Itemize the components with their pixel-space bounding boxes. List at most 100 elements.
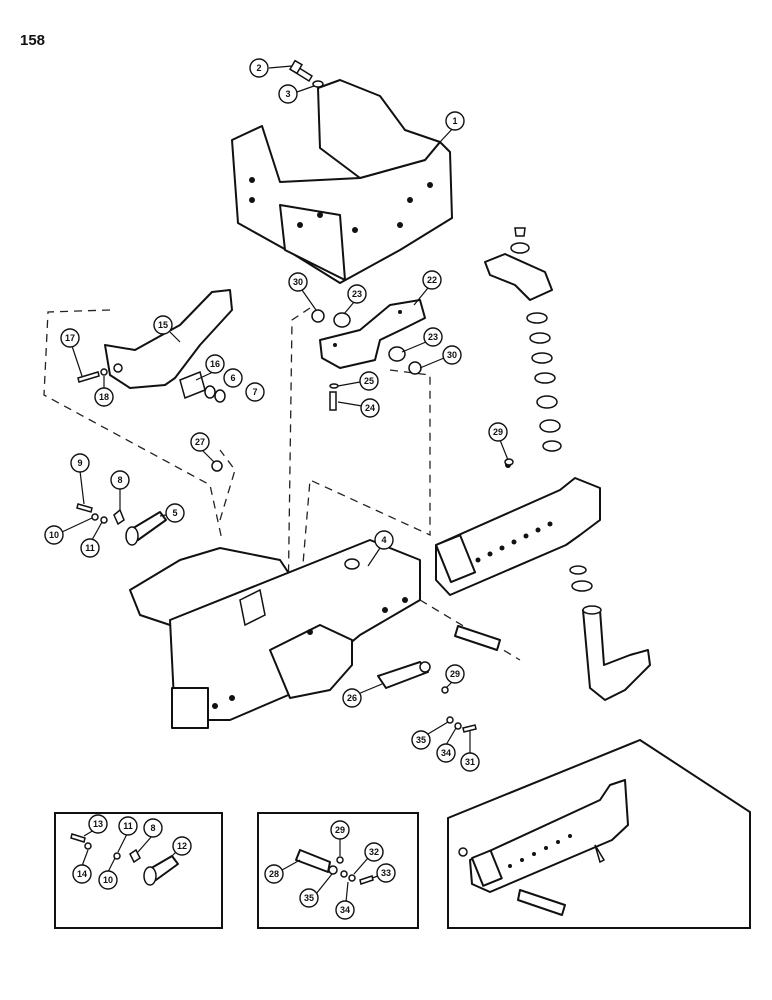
svg-text:29: 29 [450, 669, 460, 679]
svg-text:34: 34 [441, 748, 451, 758]
callout-15: 15 [153, 315, 181, 343]
svg-text:15: 15 [158, 320, 168, 330]
svg-text:10: 10 [103, 875, 113, 885]
svg-text:26: 26 [347, 693, 357, 703]
pin-5 [125, 511, 167, 546]
svg-text:7: 7 [252, 387, 257, 397]
callout-29-inset: 29 [330, 820, 350, 856]
callout-31: 31 [460, 730, 480, 772]
svg-text:30: 30 [293, 277, 303, 287]
pivot-plate [311, 299, 426, 411]
svg-text:5: 5 [172, 508, 177, 518]
bolt-and-washer [289, 59, 324, 88]
callout-3: 3 [278, 84, 315, 104]
callout-30-right: 30 [419, 345, 462, 369]
callout-13: 13 [83, 814, 108, 837]
svg-text:33: 33 [381, 868, 391, 878]
callout-32-inset: 33 [371, 863, 396, 883]
svg-text:18: 18 [99, 392, 109, 402]
callout-34: 34 [436, 727, 457, 763]
svg-text:1: 1 [452, 116, 457, 126]
svg-text:28: 28 [269, 869, 279, 879]
svg-text:10: 10 [49, 530, 59, 540]
upper-support-bracket [231, 79, 453, 284]
svg-text:30: 30 [447, 350, 457, 360]
callout-5: 5 [159, 503, 185, 523]
callout-25: 25 [337, 371, 379, 391]
svg-text:34: 34 [340, 905, 350, 915]
callout-8-inset: 8 [137, 818, 163, 853]
inset-box-middle [257, 812, 419, 929]
callout-11-inset: 11 [117, 816, 138, 853]
callout-26: 26 [342, 683, 383, 708]
callout-12-inset: 12 [169, 836, 192, 859]
callout-24: 24 [337, 398, 380, 418]
left-bolt [77, 368, 108, 383]
svg-text:3: 3 [285, 89, 290, 99]
callout-28-inset: 28 [264, 859, 301, 884]
axle-frame [129, 539, 421, 729]
svg-text:12: 12 [177, 841, 187, 851]
spindle [582, 605, 651, 701]
callout-labels: 1 2 3 4 5 6 7 8 9 10 11 15 16 17 18 22 2… [44, 58, 509, 920]
svg-text:35: 35 [416, 735, 426, 745]
callout-4: 4 [367, 530, 394, 567]
callout-2: 2 [249, 58, 293, 78]
svg-text:11: 11 [123, 821, 133, 831]
svg-text:14: 14 [77, 869, 87, 879]
callout-6: 6 [223, 368, 243, 388]
callout-23-bottom: 23 [401, 327, 443, 353]
axle-extension [435, 462, 601, 596]
callout-9: 9 [70, 453, 90, 505]
callout-30-left: 30 [288, 272, 317, 311]
callout-18: 18 [94, 376, 114, 407]
svg-text:11: 11 [85, 543, 95, 553]
inset-box-right [447, 738, 751, 929]
callout-29-bottom: 29 [445, 664, 465, 689]
callout-34-inset: 34 [335, 881, 355, 920]
svg-text:29: 29 [335, 825, 345, 835]
callout-10: 10 [44, 517, 93, 545]
callout-14: 14 [72, 849, 92, 884]
svg-text:13: 13 [93, 819, 103, 829]
svg-text:31: 31 [465, 757, 475, 767]
svg-text:8: 8 [117, 475, 122, 485]
svg-text:16: 16 [210, 359, 220, 369]
page-number: 158 [20, 32, 46, 49]
svg-text:2: 2 [256, 63, 261, 73]
svg-text:22: 22 [427, 275, 437, 285]
left-bracket [104, 289, 233, 389]
svg-text:25: 25 [364, 376, 374, 386]
callout-29-top: 29 [488, 422, 509, 461]
steering-arm-assembly [484, 227, 562, 452]
callout-1: 1 [439, 111, 465, 143]
svg-text:32: 32 [369, 847, 379, 857]
svg-text:27: 27 [195, 437, 205, 447]
callout-11: 11 [80, 521, 103, 558]
callout-27: 27 [190, 432, 215, 463]
callout-22: 22 [413, 270, 442, 306]
callout-7: 7 [245, 382, 265, 402]
svg-text:6: 6 [230, 373, 235, 383]
svg-text:23: 23 [352, 289, 362, 299]
svg-text:23: 23 [428, 332, 438, 342]
svg-text:35: 35 [304, 893, 314, 903]
svg-text:9: 9 [77, 458, 82, 468]
callout-33-inset: 32 [353, 842, 384, 875]
small-hardware [76, 458, 514, 733]
callout-16: 16 [195, 354, 225, 381]
callout-17: 17 [60, 328, 83, 377]
callout-35-inset: 35 [299, 873, 333, 908]
svg-text:8: 8 [150, 823, 155, 833]
svg-text:24: 24 [365, 403, 375, 413]
inset-box-left [54, 812, 223, 929]
svg-text:17: 17 [65, 333, 75, 343]
callout-10-inset: 10 [98, 857, 118, 890]
pivot-pins [377, 625, 501, 689]
callout-35: 35 [411, 721, 449, 750]
svg-text:29: 29 [493, 427, 503, 437]
callout-23-top: 23 [343, 284, 367, 315]
callout-8: 8 [110, 470, 130, 510]
svg-text:4: 4 [381, 535, 386, 545]
